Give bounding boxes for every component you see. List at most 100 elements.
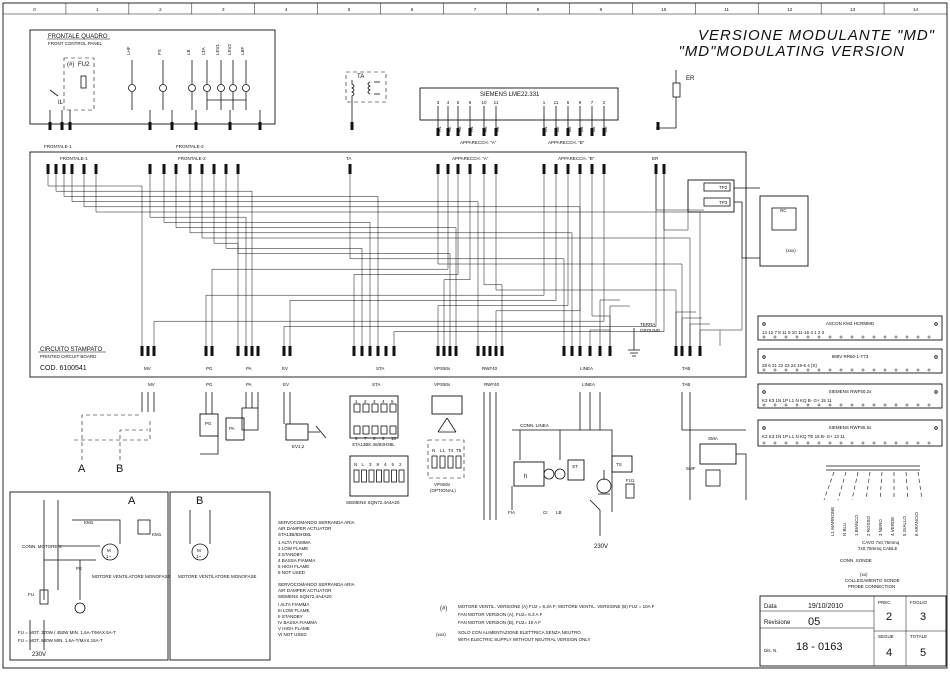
- note-hash-it: MOTORE VENTIL. VERSIONE (A) FU2 = 6,3A F…: [458, 604, 655, 609]
- instrument-pins: K2 K3 1N 1P L1 N KQ TE 15 B- G+ 13 11: [762, 434, 845, 439]
- title-line1: VERSIONE MODULANTE "MD": [698, 27, 935, 44]
- lme-pin-a: 3: [437, 100, 440, 105]
- servo-legend: SERVOCOMANDO SERRANDA ARIA AIR DAMPER AC…: [278, 520, 355, 637]
- fu1-label: FU1: [626, 478, 635, 483]
- lamp-icon: [203, 84, 211, 92]
- pcb-title: CIRCUITO STAMPATO: [40, 347, 102, 353]
- sqn-model-label: SIEMENS SQN72.4A4A20: [346, 500, 400, 505]
- lamp-label: LEV2: [227, 43, 232, 55]
- conn-sonde: CONN. SONDE: [840, 558, 872, 563]
- front-panel-title: FRONTALE QUADRO: [48, 34, 108, 40]
- fuse-hash: (#): [67, 62, 74, 68]
- tb-dis-value: 18 - 0163: [796, 641, 842, 653]
- grid-column-label: 10: [661, 7, 667, 12]
- pcb-bottom-label: PG: [206, 366, 213, 371]
- pcb-bottom-label: STA: [376, 366, 384, 371]
- lamp-icon: [188, 84, 196, 92]
- box-a-fu-line2: FU = MOT. 620W MIN. 1,6A-T/MAX.15A-T: [18, 638, 103, 643]
- rc-component: RC (xxx): [734, 187, 809, 267]
- lme-term-b: B3: [567, 126, 572, 132]
- lme-pin-a: 8: [469, 100, 472, 105]
- lme-pin-a: 11: [494, 100, 499, 105]
- servo-row-1: 4 BASSA FIAMMA: [278, 558, 315, 563]
- pcb-code: COD. 6100541: [40, 365, 87, 372]
- notes: (#) MOTORE VENTIL. VERSIONE (A) FU2 = 6,…: [436, 604, 655, 642]
- sta-term-label: 5: [391, 399, 394, 404]
- sqn-term-label: 3: [369, 462, 372, 467]
- tb-data-value: 19/10/2010: [808, 603, 843, 610]
- servo-row-2: V HIGH FLAME: [278, 626, 310, 631]
- note-xxx-it: SOLO CON ALIMENTAZIONE ELETTRICA SENZA N…: [458, 630, 581, 635]
- vps-arrow-icon: [437, 417, 457, 433]
- grid-column-label: 3: [222, 7, 225, 12]
- lme-term-a: A1: [437, 126, 442, 132]
- rwf-lower-label: RWF40: [484, 382, 500, 387]
- sta-model-label: STA13BK.36/83H38L: [352, 442, 395, 447]
- servo-t1-en: AIR DAMPER ACTUATOR: [278, 526, 332, 531]
- lamp-label: LTA: [201, 47, 206, 55]
- motor-box-b: B M 1~ MOTORE VENTILATORE MONOFASE: [169, 491, 271, 661]
- servo-t2: SERVOCOMANDO SERRANDA ARIA: [278, 582, 355, 587]
- vps-term-label: N: [432, 448, 435, 453]
- grid-column-label: 2: [159, 7, 162, 12]
- cable-pin-label: N BLU: [842, 523, 847, 536]
- servo-row-2: II STANDBY: [278, 614, 303, 619]
- lme-pin-a: 10: [481, 100, 487, 105]
- siemens-lme-controller: SIEMENS LME22.331 3A14A25A38A410A511A61B…: [350, 87, 660, 145]
- instrument-title: SIEMENS RWF55.5x: [829, 425, 872, 430]
- pa-lower-label: PA: [246, 382, 252, 387]
- lower-components: MV PG PA EV STA VPS50x RWF40 LINEA TAB A…: [74, 382, 747, 550]
- lb-label: LB: [556, 510, 562, 515]
- cable-pin-label: 1 BIANCO: [854, 514, 859, 536]
- tab-lower-label: TAB: [682, 382, 690, 387]
- switch-label: IL: [58, 100, 64, 106]
- servo-t1: SERVOCOMANDO SERRANDA ARIA: [278, 520, 355, 525]
- tp2-label: TP2: [719, 185, 728, 190]
- lme-term-a: A3: [457, 126, 462, 132]
- tb-rev-label: Revisione: [764, 620, 791, 626]
- sta-term-label: 4: [382, 399, 385, 404]
- cable-label: CAVO 7x0,75mmq: [862, 540, 900, 545]
- lamp-icon: [128, 84, 136, 92]
- box-a-conn: CONN. MOTORE V.: [22, 544, 63, 549]
- lme-term-a: A5: [483, 126, 488, 132]
- rc-label: RC: [780, 208, 787, 213]
- pcb-bottom-label: LINEA: [580, 366, 593, 371]
- lme-pin-b: 11: [554, 100, 559, 105]
- instrument-title: 688V RR60-1-T73: [832, 354, 869, 359]
- vps-term-label: T4: [448, 448, 454, 453]
- sta-term-label: 1: [355, 399, 358, 404]
- rc-note: (xxx): [786, 248, 796, 253]
- sqn-term-label: N: [354, 462, 357, 467]
- sta-term-label: 9: [382, 436, 385, 441]
- lme-pin-b: 1: [543, 100, 546, 105]
- lme-term-b: B5: [591, 126, 596, 132]
- tp-thermostats: TP2 TP3: [687, 179, 735, 213]
- ground-symbol: [628, 328, 640, 357]
- servo-row-1: 1 ALTA FIAMMA: [278, 540, 311, 545]
- front-panel-subtitle: FRONT CONTROL PANEL: [48, 41, 103, 46]
- box-a-title: A: [128, 495, 136, 507]
- grid-column-label: 4: [285, 7, 288, 12]
- pcb-subtitle: PRINTED CIRCUIT BOARD: [40, 354, 97, 359]
- sta-term-label: 3: [373, 399, 376, 404]
- smf-label: SMF: [686, 466, 696, 471]
- tb-foglio-value: 3: [920, 611, 926, 623]
- tb-segue-value: 4: [886, 647, 892, 659]
- tb-prec-value: 2: [886, 611, 892, 623]
- grid-column-label: 0: [33, 7, 36, 12]
- sqn-term-label: 8: [377, 462, 380, 467]
- conn-linea-label: CONN. LINEA: [520, 423, 549, 428]
- ts-label: TS: [616, 462, 622, 467]
- lamp-icon: [217, 84, 225, 92]
- cable-pin-label: 3 NERO: [878, 519, 883, 536]
- lme-term-b: B4: [579, 126, 584, 132]
- lamp-label: LBF: [240, 46, 245, 55]
- pa-box-label: PA: [229, 426, 235, 431]
- lme-term-b: B6: [603, 126, 608, 132]
- sma-label: SMA: [708, 436, 718, 441]
- lme-title: SIEMENS LME22.331: [480, 92, 540, 98]
- lme-term-a: A4: [469, 126, 474, 132]
